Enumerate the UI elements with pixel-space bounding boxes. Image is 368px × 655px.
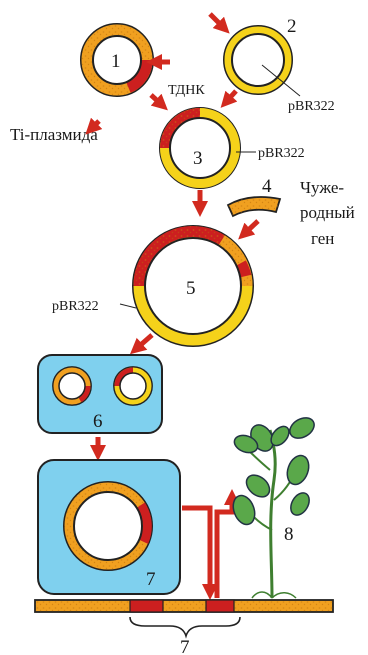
foreign-gene-line-2: родный [300, 203, 355, 222]
step-2-label: 2 [287, 16, 297, 37]
plant-cell: 7 [37, 459, 181, 595]
arrow-icon [220, 89, 238, 108]
pbr322-label-bottom: pBR322 [52, 299, 99, 314]
step-7-cell-label: 7 [146, 569, 156, 590]
foreign-gene-line-1: Чуже- [300, 178, 344, 197]
step-7-chromosome-label: 7 [180, 637, 190, 655]
step-8-label: 8 [284, 524, 294, 545]
ti-plasmid-ring: 1 [80, 23, 154, 97]
pbr322-label-top: pBR322 [288, 99, 335, 114]
plant-chromosome [34, 599, 334, 613]
arrow-icon [182, 505, 219, 601]
step-1-label: 1 [111, 51, 121, 72]
step-4-label: 4 [262, 176, 272, 197]
arrow-icon [208, 12, 230, 34]
ti-plasmid-label: Ti-плазмида [10, 125, 98, 144]
foreign-gene-line-3: ген [311, 229, 334, 248]
arrow-icon [238, 219, 260, 240]
arrow-icon [85, 117, 103, 135]
agrobacterium-cell: 6 [37, 354, 163, 434]
foreign-gene-fragment: 4 Чуже- родный ген [226, 176, 355, 248]
arrow-icon [149, 93, 168, 111]
recombinant-vector-ring: 3 pBR322 [159, 107, 305, 189]
step-3-label: 3 [193, 148, 203, 169]
pbr322-plasmid-ring: 2 pBR322 [223, 16, 335, 114]
brace-icon [129, 616, 241, 639]
tdna-label: ТДНК [168, 83, 205, 98]
arrow-icon [129, 333, 154, 355]
final-vector-ring: 5 pBR322 [52, 225, 254, 347]
step-6-label: 6 [93, 411, 103, 432]
plant-icon: 8 [232, 417, 315, 599]
step-5-label: 5 [186, 278, 196, 299]
arrow-icon [214, 488, 241, 598]
pbr322-label-mid: pBR322 [258, 146, 305, 161]
